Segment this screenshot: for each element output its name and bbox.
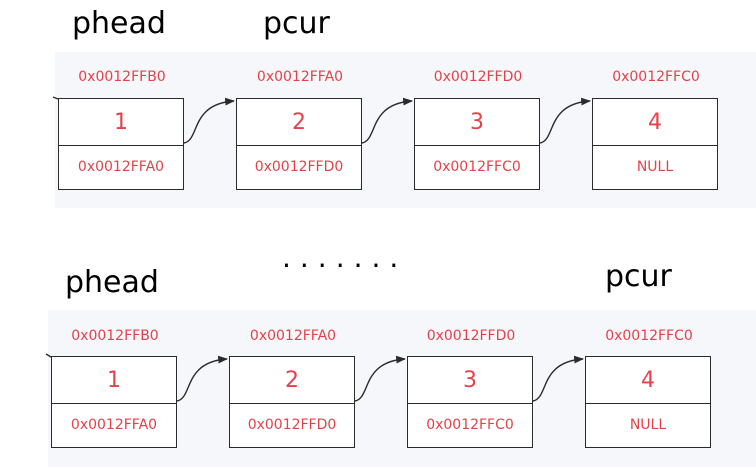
top-node-3: 3 0x0012FFC0 bbox=[414, 98, 540, 190]
top-node-1-address: 0x0012FFB0 bbox=[78, 69, 166, 85]
top-node-1: 1 0x0012FFA0 bbox=[58, 98, 184, 190]
bottom-node-2: 2 0x0012FFD0 bbox=[229, 356, 355, 448]
top-node-4: 4 NULL bbox=[592, 98, 718, 190]
bottom-node-1-address: 0x0012FFB0 bbox=[71, 328, 159, 344]
bottom-node-1: 1 0x0012FFA0 bbox=[51, 356, 177, 448]
bottom-node-2-next: 0x0012FFD0 bbox=[247, 416, 337, 433]
top-node-3-data: 3 bbox=[415, 99, 539, 146]
top-node-2-address: 0x0012FFA0 bbox=[256, 69, 344, 85]
bottom-node-3-next: 0x0012FFC0 bbox=[426, 416, 514, 433]
top-node-1-data: 1 bbox=[59, 99, 183, 146]
top-node-3-next: 0x0012FFC0 bbox=[433, 158, 521, 175]
bottom-node-4-next: NULL bbox=[629, 416, 667, 433]
top-pcur-label: pcur bbox=[263, 6, 330, 41]
bottom-node-3-address: 0x0012FFD0 bbox=[426, 328, 516, 344]
ellipsis: ....... bbox=[282, 241, 408, 274]
top-node-4-address: 0x0012FFC0 bbox=[612, 69, 700, 85]
bottom-node-1-data: 1 bbox=[52, 357, 176, 404]
top-node-4-data: 4 bbox=[593, 99, 717, 146]
bottom-phead-label: phead bbox=[65, 265, 159, 300]
bottom-node-2-data: 2 bbox=[230, 357, 354, 404]
top-node-2-data: 2 bbox=[237, 99, 361, 146]
bottom-node-3: 3 0x0012FFC0 bbox=[407, 356, 533, 448]
top-node-1-next: 0x0012FFA0 bbox=[77, 158, 165, 175]
top-phead-label: phead bbox=[72, 6, 166, 41]
top-node-2: 2 0x0012FFD0 bbox=[236, 98, 362, 190]
bottom-node-3-data: 3 bbox=[408, 357, 532, 404]
bottom-pcur-label: pcur bbox=[605, 259, 672, 294]
bottom-node-4-data: 4 bbox=[586, 357, 710, 404]
bottom-node-4: 4 NULL bbox=[585, 356, 711, 448]
bottom-node-4-address: 0x0012FFC0 bbox=[605, 328, 693, 344]
bottom-node-1-next: 0x0012FFA0 bbox=[70, 416, 158, 433]
top-node-2-next: 0x0012FFD0 bbox=[254, 158, 344, 175]
top-node-4-next: NULL bbox=[636, 158, 674, 175]
top-node-3-address: 0x0012FFD0 bbox=[433, 69, 523, 85]
bottom-node-2-address: 0x0012FFA0 bbox=[249, 328, 337, 344]
